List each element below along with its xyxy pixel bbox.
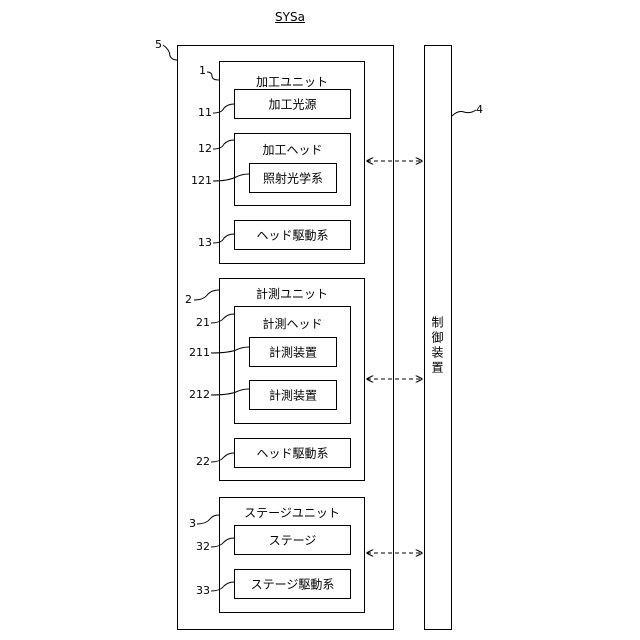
leader-stage-drive	[211, 582, 234, 591]
leader-unit3	[197, 515, 219, 524]
leader-stage	[211, 538, 234, 547]
leader-optics	[213, 174, 249, 181]
leader-processing-drive	[213, 234, 234, 243]
leader-measurement-head	[211, 314, 234, 323]
leader-measurement-drive	[211, 453, 234, 462]
leader-measurement-device-2	[211, 389, 249, 395]
leader-unit1	[207, 72, 219, 80]
leader-light-source	[213, 104, 234, 113]
leader-measurement-device-1	[211, 347, 249, 353]
leader-processing-head	[213, 140, 234, 149]
leader-controller	[452, 110, 476, 116]
leader-outer	[163, 45, 177, 60]
leader-unit2	[194, 290, 219, 300]
